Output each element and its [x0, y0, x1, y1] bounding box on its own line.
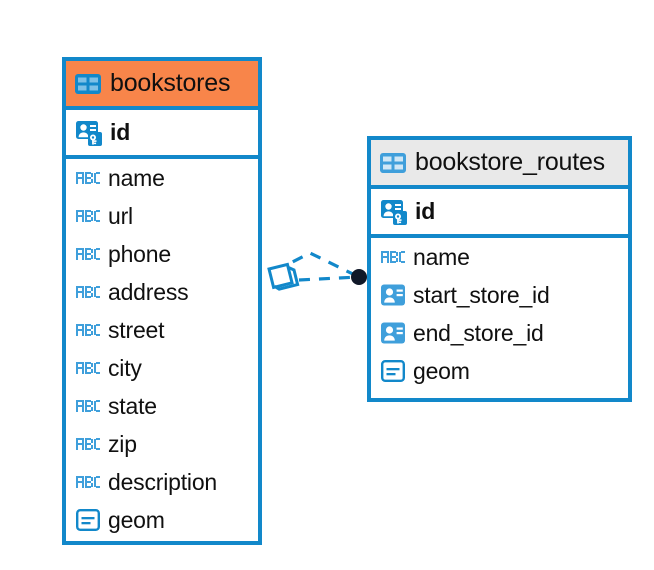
field-label-end-store-id: end_store_id: [413, 319, 544, 346]
field-label-city: city: [108, 354, 142, 381]
geometry-icon: [381, 360, 406, 383]
entity-bookstores-header[interactable]: bookstores: [66, 61, 258, 110]
field-row-phone[interactable]: phone: [66, 235, 258, 273]
entity-bookstore-routes[interactable]: bookstore_routes: [367, 136, 632, 402]
field-label-id: id: [110, 119, 131, 145]
field-label-url: url: [108, 202, 133, 229]
field-row-description[interactable]: description: [66, 463, 258, 501]
entity-bookstores-title: bookstores: [110, 69, 231, 97]
field-label-geom: geom: [108, 506, 165, 533]
field-label-state: state: [108, 392, 157, 419]
field-row-zip[interactable]: zip: [66, 425, 258, 463]
entity-bookstore-routes-fields: name start_store_id: [371, 238, 628, 390]
field-label-phone: phone: [108, 240, 171, 267]
abc-text-icon: [76, 284, 100, 300]
field-row-street[interactable]: street: [66, 311, 258, 349]
field-row-id[interactable]: id: [371, 189, 628, 234]
primary-key-icon: [76, 120, 102, 146]
abc-text-icon: [381, 249, 405, 265]
field-row-name[interactable]: name: [371, 238, 628, 276]
table-icon: [75, 73, 101, 94]
abc-text-icon: [76, 246, 100, 262]
entity-bookstores-primary-keys: id: [66, 110, 258, 159]
table-icon: [380, 152, 406, 173]
field-label-start-store-id: start_store_id: [413, 281, 550, 308]
filled-circle-marker: [351, 269, 367, 285]
abc-text-icon: [76, 474, 100, 490]
field-row-geom[interactable]: geom: [66, 501, 258, 539]
abc-text-icon: [76, 170, 100, 186]
field-label-id: id: [415, 198, 436, 224]
relationship-connector[interactable]: [255, 245, 370, 315]
entity-bookstores-fields: name u: [66, 159, 258, 539]
entity-bookstores[interactable]: bookstores: [62, 57, 262, 545]
abc-text-icon: [76, 322, 100, 338]
field-label-name: name: [413, 243, 470, 270]
field-label-street: street: [108, 316, 165, 343]
field-row-geom[interactable]: geom: [371, 352, 628, 390]
relationship-dashed-lines: [274, 251, 360, 283]
abc-text-icon: [76, 360, 100, 376]
field-label-geom: geom: [413, 357, 470, 384]
abc-text-icon: [76, 436, 100, 452]
field-row-start-store-id[interactable]: start_store_id: [371, 276, 628, 314]
field-row-url[interactable]: url: [66, 197, 258, 235]
field-label-name: name: [108, 164, 165, 191]
field-row-address[interactable]: address: [66, 273, 258, 311]
entity-bookstore-routes-header[interactable]: bookstore_routes: [371, 140, 628, 189]
field-label-description: description: [108, 468, 218, 495]
geometry-icon: [76, 509, 101, 532]
entity-bookstore-routes-primary-keys: id: [371, 189, 628, 238]
field-row-state[interactable]: state: [66, 387, 258, 425]
abc-text-icon: [76, 208, 100, 224]
field-row-name[interactable]: name: [66, 159, 258, 197]
field-row-city[interactable]: city: [66, 349, 258, 387]
field-label-zip: zip: [108, 430, 137, 457]
primary-key-icon: [381, 199, 407, 225]
entity-bookstore-routes-title: bookstore_routes: [415, 148, 605, 176]
field-row-end-store-id[interactable]: end_store_id: [371, 314, 628, 352]
abc-text-icon: [76, 398, 100, 414]
field-label-address: address: [108, 278, 189, 305]
foreign-key-icon: [381, 283, 405, 307]
foreign-key-icon: [381, 321, 405, 345]
field-row-id[interactable]: id: [66, 110, 258, 155]
cube-marker: [267, 262, 300, 291]
